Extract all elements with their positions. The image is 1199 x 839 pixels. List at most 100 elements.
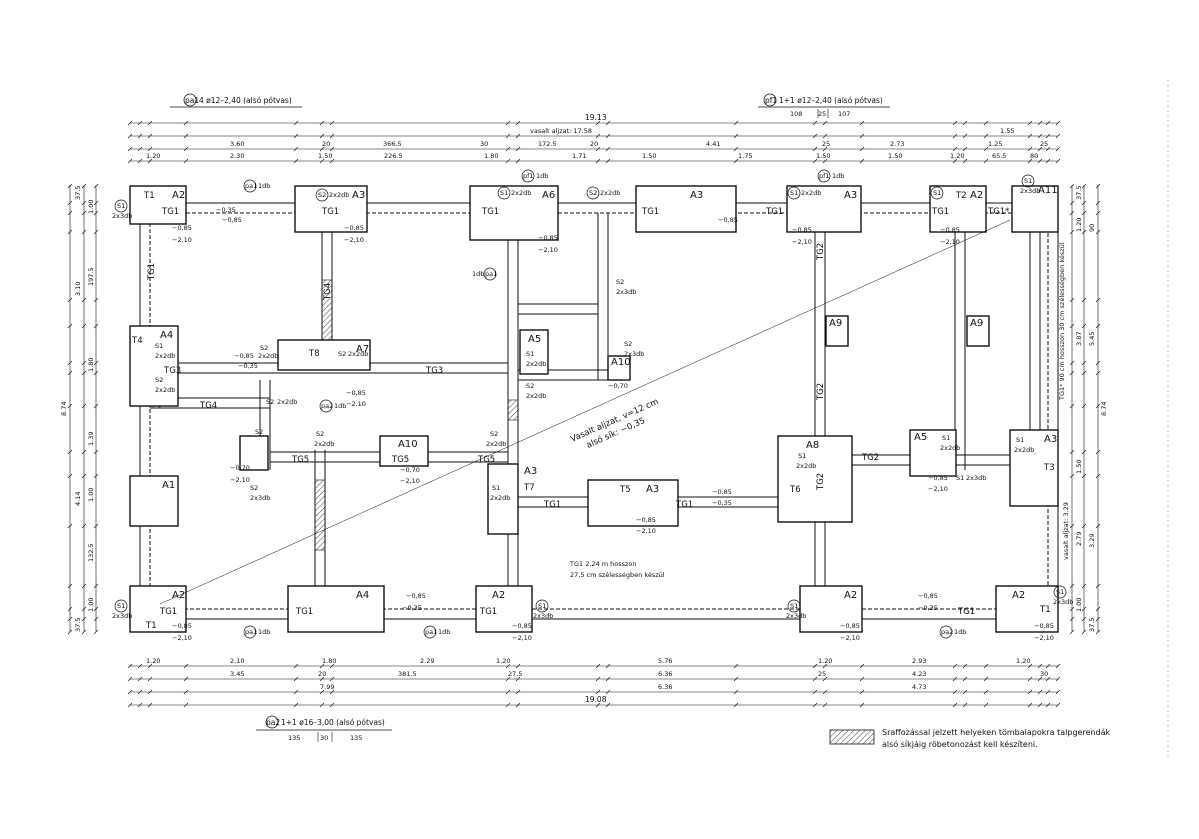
dimension-tick: [147, 146, 153, 152]
svg-text:S1: S1: [790, 602, 798, 610]
right-note-vasalt: vasalt aljzat: 3.29: [1062, 502, 1070, 560]
dimension-tick: [1037, 146, 1043, 152]
svg-text:−2,10: −2,10: [636, 527, 656, 535]
dimension-tick: [319, 702, 325, 708]
callout-pa2-bottom: pa2 1+1 ø16–3,00 (alsó pótvas) 135 30 13…: [256, 715, 392, 742]
svg-text:TG5: TG5: [477, 455, 495, 465]
dimension-tick: [733, 663, 739, 669]
dimension-tick: [515, 702, 521, 708]
svg-text:−0,85: −0,85: [918, 592, 938, 600]
svg-text:−0,35: −0,35: [712, 499, 732, 507]
dimension-tick: [81, 403, 87, 409]
svg-text:A2: A2: [844, 590, 857, 601]
dimension-tick: [147, 120, 153, 126]
dimension-tick: [1081, 183, 1087, 189]
svg-text:TG1 2,24 m hosszon: TG1 2,24 m hosszon: [569, 560, 637, 568]
svg-text:TG5: TG5: [391, 455, 409, 465]
svg-text:1.20: 1.20: [1075, 218, 1083, 232]
block-labels: A2 A3 A6 A3 A3 A2 A11 A4 A7 A5 A10 A9 A9…: [160, 185, 1058, 601]
svg-text:S2: S2: [318, 191, 326, 199]
dimension-tick: [137, 702, 143, 708]
svg-text:A2: A2: [492, 590, 505, 601]
svg-text:2x2db: 2x2db: [801, 189, 821, 197]
dimension-tick: [93, 323, 99, 329]
dimension-tick: [127, 702, 133, 708]
svg-text:A1: A1: [162, 480, 175, 491]
dimension-tick: [822, 689, 828, 695]
dimension-tick: [962, 133, 968, 139]
svg-text:20: 20: [322, 140, 330, 148]
dimension-tick: [147, 689, 153, 695]
svg-text:1.39: 1.39: [87, 432, 95, 446]
svg-text:1.50: 1.50: [888, 152, 902, 160]
dimension-tick: [962, 689, 968, 695]
dimension-tick: [952, 702, 958, 708]
dimension-tick: [147, 676, 153, 682]
dimension-tick: [505, 702, 511, 708]
dimension-tick: [293, 133, 299, 139]
dimension-tick: [505, 676, 511, 682]
svg-text:27,5 cm szélességben készül: 27,5 cm szélességben készül: [570, 571, 665, 579]
svg-text:2x2db: 2x2db: [277, 398, 297, 406]
svg-text:S1: S1: [956, 474, 964, 482]
dimension-tick: [147, 702, 153, 708]
svg-text:1.20: 1.20: [146, 657, 160, 665]
svg-text:−0,85: −0,85: [172, 224, 192, 232]
dimension-tick: [137, 146, 143, 152]
svg-text:1.00: 1.00: [87, 488, 95, 502]
svg-text:37.5: 37.5: [74, 186, 82, 200]
svg-text:pf1: pf1: [819, 172, 830, 180]
dimension-tick: [1069, 449, 1075, 455]
dimension-tick: [605, 146, 611, 152]
dimension-tick: [859, 676, 865, 682]
svg-text:2x3db: 2x3db: [966, 474, 986, 482]
svg-text:80: 80: [1030, 152, 1038, 160]
dimension-tick: [962, 676, 968, 682]
dimension-tick: [733, 158, 739, 164]
dimension-tick: [93, 403, 99, 409]
dimension-tick: [67, 606, 73, 612]
callout-pa1-top: pa1 4 ø12–2,40 (alsó pótvas): [170, 93, 302, 108]
dimension-tick: [183, 120, 189, 126]
svg-text:−0,85: −0,85: [406, 592, 426, 600]
svg-text:−2,10: −2,10: [840, 634, 860, 642]
svg-text:1db: 1db: [536, 172, 548, 180]
dimension-tick: [1069, 210, 1075, 216]
dimension-tick: [605, 158, 611, 164]
dimension-tick: [319, 120, 325, 126]
svg-text:TG1: TG1: [641, 207, 659, 217]
svg-text:TG4: TG4: [323, 283, 333, 301]
dimension-tick: [147, 663, 153, 669]
dimension-tick: [137, 120, 143, 126]
dimension-tick: [1081, 210, 1087, 216]
svg-text:T1: T1: [1039, 605, 1051, 615]
dimension-tick: [81, 606, 87, 612]
svg-text:−0,85: −0,85: [538, 234, 558, 242]
svg-text:2x2db: 2x2db: [796, 462, 816, 470]
svg-text:2.79: 2.79: [1075, 532, 1083, 546]
dimension-tick: [127, 146, 133, 152]
dimension-tick: [93, 200, 99, 206]
svg-text:TG1: TG1: [931, 207, 949, 217]
svg-text:2.93: 2.93: [912, 657, 926, 665]
dimension-tick: [1037, 158, 1043, 164]
svg-text:1db: 1db: [832, 172, 844, 180]
dimension-tick: [147, 133, 153, 139]
svg-text:pa2: pa2: [941, 628, 953, 636]
dimension-tick: [812, 663, 818, 669]
svg-text:S1: S1: [117, 602, 125, 610]
svg-text:107: 107: [838, 110, 850, 118]
dimension-tick: [733, 146, 739, 152]
svg-text:2x3db: 2x3db: [616, 288, 636, 296]
svg-text:−2,10: −2,10: [940, 238, 960, 246]
svg-text:2.29: 2.29: [420, 657, 434, 665]
dimension-tick: [67, 449, 73, 455]
svg-text:S2: S2: [490, 430, 498, 438]
svg-text:TG1: TG1: [957, 607, 975, 617]
svg-text:A8: A8: [806, 440, 819, 451]
dimension-tick: [1095, 210, 1101, 216]
dimension-tick: [1055, 158, 1061, 164]
svg-text:S1: S1: [1056, 588, 1064, 596]
svg-text:S1: S1: [155, 342, 163, 350]
